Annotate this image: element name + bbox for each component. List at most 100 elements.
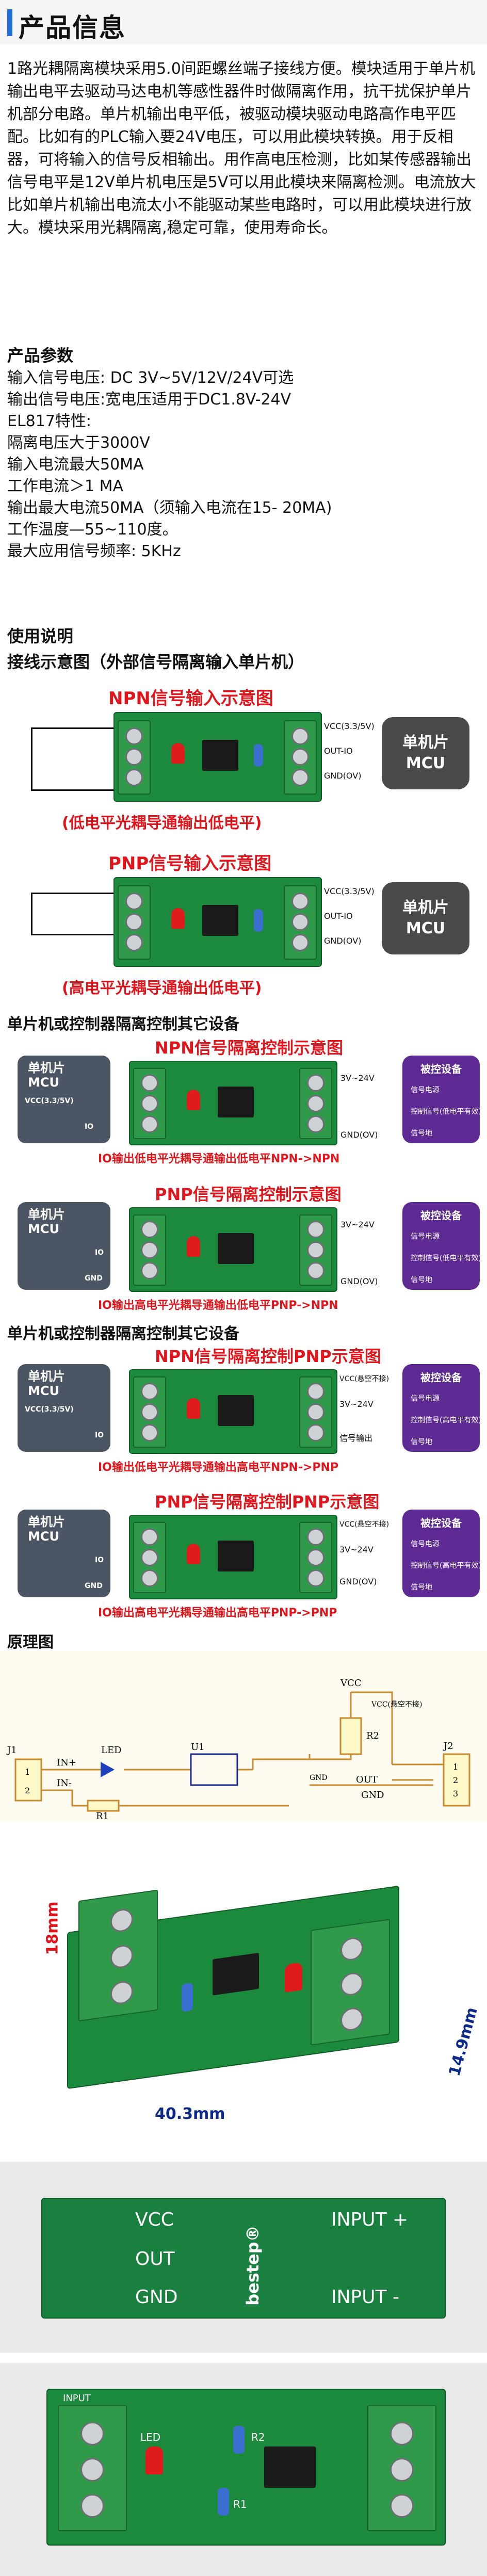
controlled-device: 被控设备 信号电源 控制信号(低电平有效) 信号地 bbox=[402, 1056, 481, 1143]
lbl-vcc: VCC bbox=[340, 1678, 362, 1689]
mcu-box: 单机片 MCU bbox=[382, 882, 469, 954]
section2-heading: 单片机或控制器隔离控制其它设备 bbox=[7, 1015, 239, 1033]
lbl-led: LED bbox=[101, 1745, 122, 1756]
controlled-device: 被控设备 信号电源 控制信号(高电平有效) 信号地 bbox=[402, 1510, 481, 1597]
output-terminal bbox=[299, 1068, 332, 1139]
pin-label: GND(OV) bbox=[324, 936, 362, 946]
screw bbox=[125, 913, 143, 931]
mcu-title: 单机片 MCU bbox=[28, 1369, 65, 1398]
optocoupler-chip bbox=[213, 1952, 259, 1996]
output-terminal bbox=[284, 885, 317, 960]
intro-paragraph: 1路光耦隔离模块采用5.0间距螺丝端子接线方便。模块适用于单片机输出电平去驱动马… bbox=[7, 60, 476, 237]
device-line: 信号电源 bbox=[411, 1540, 440, 1548]
optocoupler-chip bbox=[264, 2447, 316, 2488]
silk-input: INPUT bbox=[63, 2393, 91, 2404]
dim-height: 14.9mm bbox=[445, 2005, 481, 2078]
optocoupler-chip bbox=[218, 1087, 254, 1117]
diagram-caption: IO输出高电平光耦导通输出高电平PNP->PNP bbox=[98, 1607, 337, 1619]
device-line: 信号电源 bbox=[411, 1233, 440, 1241]
input-terminal bbox=[133, 1068, 166, 1139]
screw bbox=[307, 1569, 324, 1587]
usage-heading: 使用说明 bbox=[7, 626, 74, 646]
diagram-caption: IO输出低电平光耦导通输出低电平NPN->NPN bbox=[98, 1153, 340, 1165]
output-terminal bbox=[284, 720, 317, 795]
module-board-photo bbox=[67, 1885, 399, 2089]
resistor bbox=[233, 2426, 245, 2454]
device-line: 信号地 bbox=[411, 1276, 432, 1284]
wire bbox=[31, 789, 113, 791]
screw bbox=[80, 2458, 104, 2482]
diagram-pnp-input: PNP信号输入示意图 VCC(3.3/5V) OUT-IO GND(OV) 单机… bbox=[0, 846, 487, 1001]
usage-sub: 接线示意图（外部信号隔离输入单片机） bbox=[7, 652, 305, 672]
screw bbox=[291, 727, 309, 745]
mcu-title: 单机片 MCU bbox=[28, 1061, 65, 1090]
silk-gnd: GND bbox=[135, 2287, 178, 2308]
param-line: 输出信号电压:宽电压适用于DC1.8V-24V bbox=[7, 391, 291, 409]
mcu-title: 单机片 MCU bbox=[28, 1207, 65, 1236]
screw bbox=[340, 2006, 363, 2032]
optocoupler-chip bbox=[202, 740, 238, 771]
screw bbox=[291, 934, 309, 951]
pin-label: 3V~24V bbox=[340, 1220, 375, 1229]
screw bbox=[110, 1907, 133, 1934]
pin-label: 信号输出 bbox=[339, 1433, 373, 1443]
pin-label: GND(OV) bbox=[340, 1130, 378, 1140]
silk-input-minus: INPUT - bbox=[331, 2287, 400, 2308]
diagram-title: PNP信号隔离控制PNP示意图 bbox=[155, 1492, 380, 1512]
lbl-j2-pin1: 1 bbox=[453, 1762, 458, 1772]
module-board bbox=[113, 712, 322, 802]
intro-text: 1路光耦隔离模块采用5.0间距螺丝端子接线方便。模块适用于单片机输出电平去驱动马… bbox=[7, 58, 477, 239]
screw bbox=[141, 1115, 158, 1133]
device-line: 控制信号(高电平有效) bbox=[411, 1562, 481, 1570]
lbl-in-plus: IN+ bbox=[57, 1757, 76, 1768]
module-board bbox=[129, 1207, 337, 1292]
lbl-gnd-2: GND bbox=[310, 1774, 328, 1782]
diagram-title: NPN信号输入示意图 bbox=[108, 688, 273, 709]
screw bbox=[340, 1971, 363, 1997]
module-board bbox=[129, 1515, 337, 1599]
device-line: 信号地 bbox=[411, 1129, 432, 1138]
led-symbol bbox=[101, 1762, 115, 1777]
screw bbox=[141, 1549, 158, 1566]
input-terminal bbox=[133, 1376, 166, 1448]
mcu-pin: IO bbox=[85, 1123, 94, 1131]
screw bbox=[390, 2458, 414, 2482]
wire bbox=[31, 727, 33, 791]
lbl-j2: J2 bbox=[443, 1741, 453, 1752]
screw bbox=[307, 1095, 324, 1112]
module-board bbox=[129, 1061, 337, 1145]
param-line: 最大应用信号频率: 5KHz bbox=[7, 542, 181, 560]
input-terminal bbox=[118, 720, 151, 795]
input-terminal bbox=[133, 1522, 166, 1593]
lbl-j1-pin2: 2 bbox=[25, 1786, 30, 1795]
mcu-pin: GND bbox=[85, 1274, 103, 1283]
diagram-caption: (低电平光耦导通输出低电平) bbox=[62, 814, 262, 832]
schematic-bg bbox=[0, 1651, 487, 1821]
screw bbox=[141, 1569, 158, 1587]
device-line: 控制信号(低电平有效) bbox=[411, 1108, 481, 1116]
diagram-pnp-ctrl: PNP信号隔离控制示意图 单机片 MCU IO GND 3V~24V GND(O… bbox=[0, 1181, 487, 1316]
lbl-j1: J1 bbox=[6, 1745, 17, 1756]
optocoupler-chip bbox=[218, 1395, 254, 1426]
param-line: 输出最大电流50MA（须输入电流在15- 20MA) bbox=[7, 499, 332, 517]
optocoupler-chip bbox=[218, 1233, 254, 1264]
wire bbox=[31, 934, 113, 935]
led bbox=[171, 908, 185, 929]
mcu-pin: GND bbox=[85, 1582, 103, 1590]
screw bbox=[80, 2494, 104, 2518]
pin-label: GND(OV) bbox=[340, 1276, 378, 1286]
screw bbox=[291, 913, 309, 931]
pin-label: VCC(3.3/5V) bbox=[324, 886, 375, 896]
device-line: 信号电源 bbox=[411, 1395, 440, 1403]
mcu-box: 单机片 MCU VCC(3.3/5V) IO bbox=[18, 1364, 110, 1452]
mcu-title: 单机片 MCU bbox=[28, 1515, 65, 1544]
u1-optocoupler bbox=[190, 1753, 238, 1786]
silk-vcc: VCC bbox=[135, 2209, 174, 2230]
mcu-pin: IO bbox=[95, 1556, 104, 1564]
resistor bbox=[254, 744, 263, 767]
led bbox=[187, 1398, 200, 1419]
wire bbox=[31, 893, 33, 935]
screw bbox=[307, 1403, 324, 1421]
device-line: 信号地 bbox=[411, 1583, 432, 1592]
